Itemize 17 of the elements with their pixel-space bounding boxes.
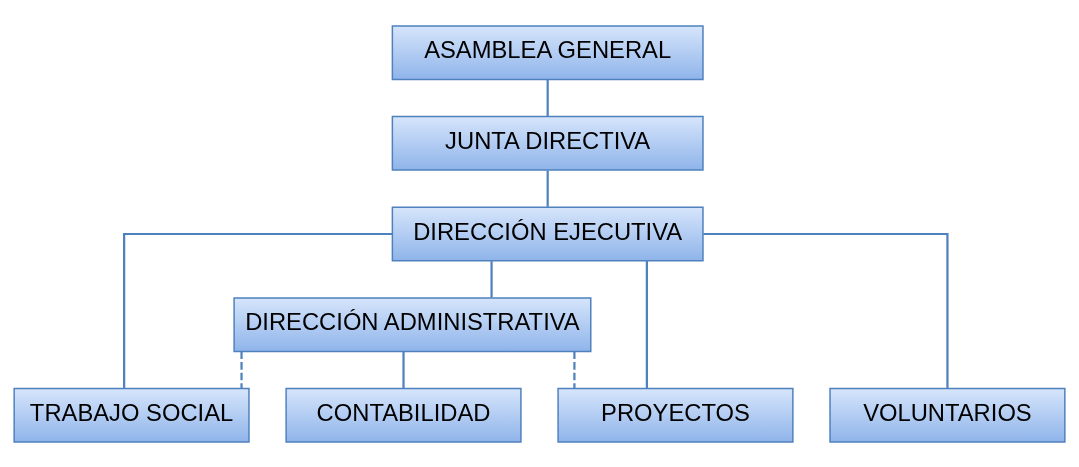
node-box: TRABAJO SOCIAL [13, 387, 250, 443]
connector [645, 260, 648, 388]
node-box: PROYECTOS [557, 387, 794, 443]
connector [240, 351, 243, 388]
connector [490, 260, 493, 297]
connector [573, 351, 576, 388]
node-box: ASAMBLEA GENERAL [391, 24, 704, 80]
connector [546, 170, 549, 207]
connector [703, 232, 949, 389]
connector [546, 79, 549, 116]
node-box: VOLUNTARIOS [829, 387, 1066, 443]
node-box: JUNTA DIRECTIVA [391, 115, 704, 171]
connector [123, 232, 393, 389]
node-box: DIRECCIÓN EJECUTIVA [391, 206, 704, 261]
node-box: DIRECCIÓN ADMINISTRATIVA [233, 296, 592, 352]
connector [402, 351, 405, 388]
node-box: CONTABILIDAD [285, 387, 522, 443]
